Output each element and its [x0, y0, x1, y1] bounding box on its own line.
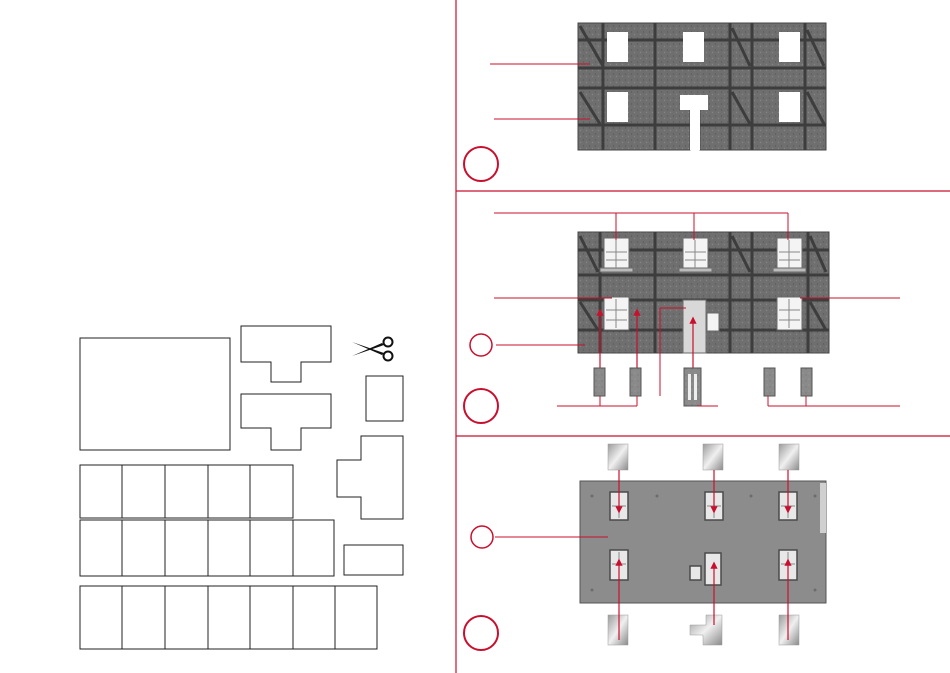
step-1-panel: [464, 23, 826, 181]
step-3-marker: [464, 616, 498, 650]
wall-facade-back: [580, 481, 826, 603]
step-2-panel: [464, 213, 900, 423]
template-row-bottom: [80, 586, 377, 649]
wall-facade-bare: [578, 23, 826, 150]
step-2-sub-marker: [470, 334, 492, 356]
template-t-shape-top: [241, 326, 331, 382]
template-side-t-shape: [337, 436, 403, 519]
step-3-sub-marker: [471, 526, 493, 548]
template-t-shape-middle: [241, 394, 331, 450]
step-1-leaders: [490, 64, 590, 119]
template-small-panel: [366, 376, 403, 421]
door-part: [684, 368, 701, 406]
step-3-panel: [464, 444, 826, 650]
wall-facade-windows: [578, 232, 829, 380]
template-strip-panel: [344, 545, 403, 575]
cutting-template: [80, 326, 403, 649]
step-2-marker: [464, 389, 498, 423]
step-1-marker: [464, 147, 498, 181]
template-row-top: [80, 465, 293, 518]
scissors-icon: [352, 338, 393, 361]
shutter-parts: [594, 368, 812, 396]
template-row-middle: [80, 520, 334, 576]
template-large-panel: [80, 338, 230, 450]
